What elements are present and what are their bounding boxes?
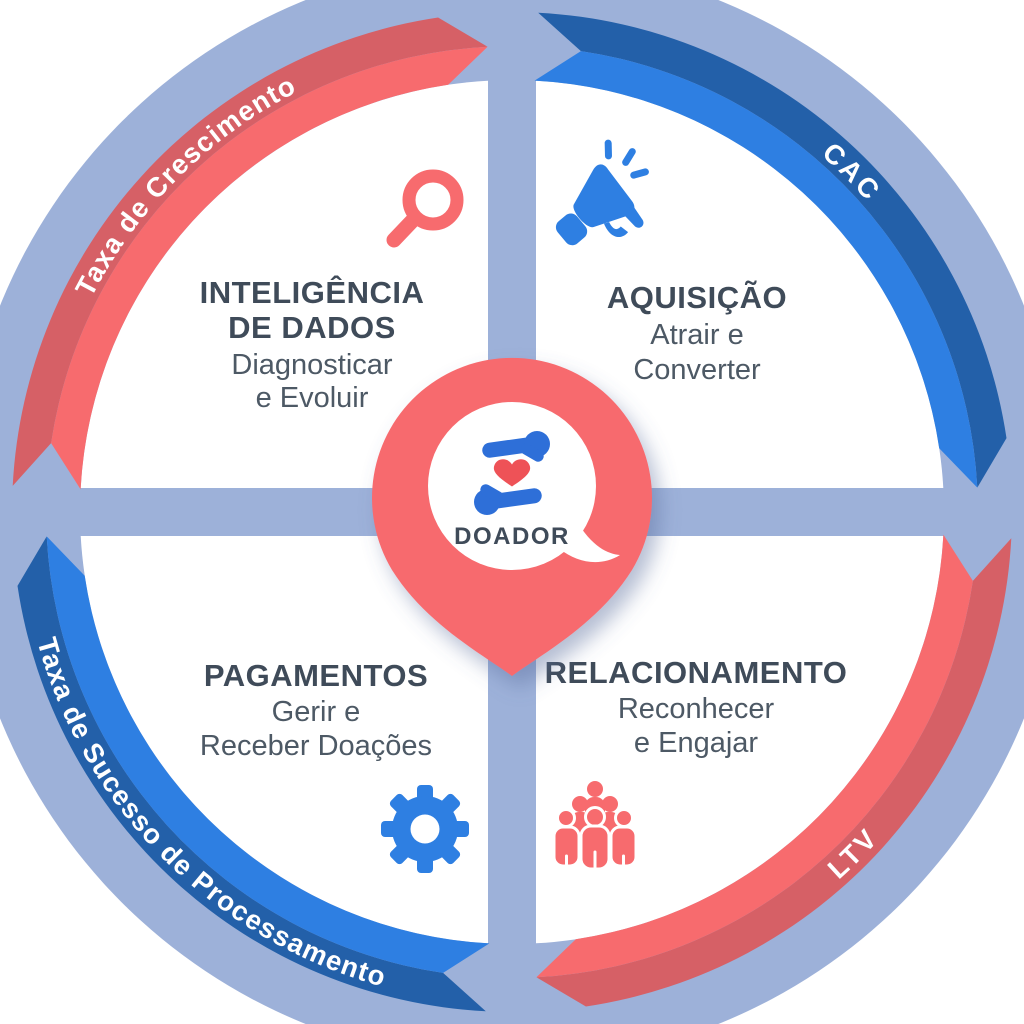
quadrant-panel-inteligencia	[80, 80, 488, 488]
quadrant-subtitle-aquisicao-line2: Converter	[633, 354, 761, 386]
arc-arrow-crescimento	[12, 17, 488, 490]
quadrant-title-aquisicao: AQUISIÇÃO	[607, 280, 787, 315]
people-icon	[552, 781, 638, 871]
arc-processamento-light	[46, 536, 490, 973]
center-label: DOADOR	[454, 523, 570, 550]
gear-icon	[381, 785, 469, 873]
quadrant-title-inteligencia-line2: DE DADOS	[228, 310, 396, 345]
arc-crescimento-dark	[12, 17, 488, 486]
arc-arrow-ltv	[536, 534, 1012, 1007]
arc-cac-light	[534, 51, 978, 488]
quadrant-pagamentos: PAGAMENTOS Gerir e Receber Doações	[200, 658, 469, 873]
magnifier-icon	[386, 169, 464, 248]
quadrant-subtitle-relacionamento-line2: e Engajar	[634, 727, 758, 759]
arc-processamento-dark	[17, 536, 486, 1012]
arc-crescimento-light	[51, 46, 488, 490]
quadrant-subtitle-relacionamento-line1: Reconhecer	[618, 693, 775, 725]
quadrant-subtitle-pagamentos-line1: Gerir e	[272, 696, 361, 728]
quadrant-panel-aquisicao	[536, 80, 944, 488]
gear-hole	[410, 814, 440, 844]
quadrant-subtitle-aquisicao-line1: Atrair e	[650, 319, 743, 351]
quadrant-relacionamento: RELACIONAMENTO Reconhecer e Engajar	[545, 655, 848, 871]
quadrant-subtitle-inteligencia-line2: e Evoluir	[256, 382, 369, 414]
quadrant-title-relacionamento: RELACIONAMENTO	[545, 655, 848, 690]
quadrant-panel-pagamentos	[80, 536, 488, 944]
heart-icon	[493, 459, 531, 487]
arc-cac-dark	[538, 12, 1007, 488]
quadrant-title-inteligencia-line1: INTELIGÊNCIA	[200, 274, 425, 310]
quadrant-title-pagamentos: PAGAMENTOS	[204, 658, 428, 693]
megaphone-icon	[555, 139, 649, 246]
quadrant-subtitle-pagamentos-line2: Receber Doações	[200, 730, 432, 762]
arc-arrow-processamento	[17, 536, 490, 1012]
arc-arrow-cac	[534, 12, 1007, 488]
quadrant-inteligencia-de-dados: INTELIGÊNCIA DE DADOS Diagnosticar e Evo…	[200, 169, 464, 414]
arc-ltv-dark	[536, 538, 1012, 1007]
quadrant-panel-relacionamento	[536, 536, 944, 944]
hands-holding-heart-icon	[474, 431, 550, 515]
quadrant-aquisicao: AQUISIÇÃO Atrair e Converter	[555, 139, 787, 386]
arc-ltv-light	[536, 534, 973, 978]
quadrant-subtitle-inteligencia-line1: Diagnosticar	[231, 349, 393, 381]
center-pin: DOADOR	[371, 357, 652, 676]
